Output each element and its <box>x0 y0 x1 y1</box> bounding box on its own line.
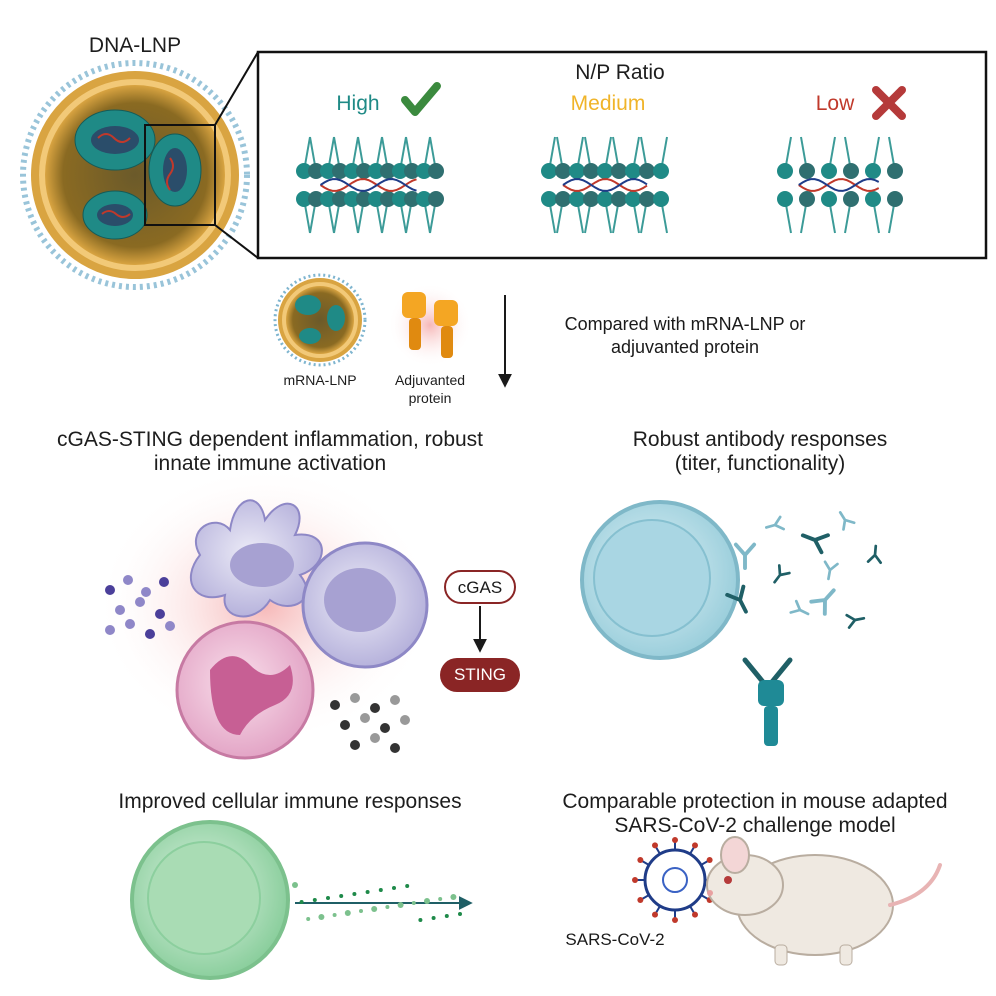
innate-title-line2: innate immune activation <box>153 452 387 475</box>
cellular-title: Improved cellular immune responses <box>118 790 462 813</box>
secreted-dots <box>292 882 462 922</box>
b-cell-illustration <box>580 500 740 660</box>
high-np-complex <box>296 136 444 234</box>
adjuvanted-protein-icon <box>388 283 472 367</box>
sting-badge <box>440 658 520 692</box>
mrna-lnp-icon <box>273 273 367 367</box>
comparison-note-line2: adjuvanted protein <box>610 337 760 357</box>
protection-title-line1: Comparable protection in mouse adapted <box>562 790 948 813</box>
cgas-label: cGAS <box>457 578 503 597</box>
dna-lnp-label: DNA-LNP <box>88 34 182 57</box>
adjuvanted-label-line1: Adjuvanted <box>394 372 466 388</box>
check-icon <box>401 82 441 116</box>
cytokine-dots <box>105 575 175 639</box>
np-level-medium: Medium <box>570 92 646 115</box>
cgas-badge <box>444 570 516 604</box>
np-level-low: Low <box>815 92 855 115</box>
mouse-illustration <box>706 836 942 966</box>
protection-title-line2: SARS-CoV-2 challenge model <box>614 814 896 837</box>
innate-title-line1: cGAS-STING dependent inflammation, robus… <box>56 428 484 451</box>
cross-icon <box>872 86 906 120</box>
antibody-cloud <box>725 511 882 629</box>
virus-icon <box>632 837 718 923</box>
virus-label: SARS-CoV-2 <box>565 930 665 949</box>
antibody-title-line1: Robust antibody responses <box>632 428 888 451</box>
low-np-complex <box>777 136 903 234</box>
t-cell-illustration <box>130 820 290 980</box>
mrna-lnp-label: mRNA-LNP <box>283 372 357 388</box>
comparison-note-line1: Compared with mRNA-LNP or <box>564 314 806 334</box>
gray-cytokine-dots <box>330 693 410 753</box>
dna-lnp-particle <box>20 51 259 290</box>
antibody-title-line2: (titer, functionality) <box>674 452 846 475</box>
np-level-high: High <box>336 92 380 115</box>
adjuvanted-label-line2: protein <box>408 390 452 406</box>
innate-cells-illustration <box>95 465 435 760</box>
np-ratio-title: N/P Ratio <box>575 61 665 84</box>
sting-label: STING <box>454 665 506 684</box>
b-cell-receptor-icon <box>742 657 793 746</box>
medium-np-complex <box>541 136 669 234</box>
